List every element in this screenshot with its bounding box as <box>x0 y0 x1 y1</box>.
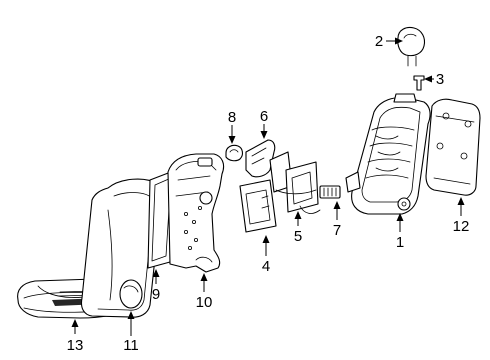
part-1-backrest-frame <box>345 93 431 215</box>
leader-2-arrowhead <box>395 37 403 45</box>
part-6-upper-bracket <box>245 139 276 178</box>
callout-8: 8 <box>228 109 236 126</box>
callout-3: 3 <box>436 71 444 88</box>
part-5-lumbar-support <box>275 161 321 214</box>
leader-11-arrowhead <box>127 311 135 319</box>
callout-1: 1 <box>396 234 404 251</box>
callout-2: 2 <box>375 33 383 50</box>
leader-8-arrowhead <box>228 136 236 144</box>
callout-12: 12 <box>453 218 470 235</box>
part-7-connector <box>319 185 341 199</box>
callout-5: 5 <box>294 228 302 245</box>
leader-1-arrowhead <box>396 213 404 221</box>
callout-11: 11 <box>123 337 139 354</box>
callout-labels: 1 2 3 4 5 6 7 8 9 10 11 12 13 <box>67 33 470 354</box>
part-8-clip <box>225 144 243 162</box>
leader-7-arrowhead <box>333 201 341 209</box>
callout-6: 6 <box>260 108 268 125</box>
leader-12-arrowhead <box>457 197 465 205</box>
leader-6-arrowhead <box>260 131 268 139</box>
leader-4-arrowhead <box>262 235 270 243</box>
leader-9-arrowhead <box>152 269 160 277</box>
part-3-headrest-guide <box>413 75 425 91</box>
callout-13: 13 <box>67 337 84 354</box>
part-10-backrest-shell <box>167 153 225 273</box>
leader-5-arrowhead <box>294 211 302 219</box>
leader-3-arrowhead <box>424 75 432 83</box>
part-2-headrest <box>397 26 426 67</box>
callout-4: 4 <box>262 258 270 275</box>
callout-9: 9 <box>152 286 160 303</box>
leader-lines <box>71 37 465 336</box>
leader-13-arrowhead <box>71 319 79 327</box>
part-12-rear-panel <box>425 98 481 196</box>
callout-10: 10 <box>196 294 213 311</box>
leader-10-arrowhead <box>200 273 208 281</box>
callout-7: 7 <box>333 222 341 239</box>
part-11-backrest-cover <box>80 178 163 318</box>
